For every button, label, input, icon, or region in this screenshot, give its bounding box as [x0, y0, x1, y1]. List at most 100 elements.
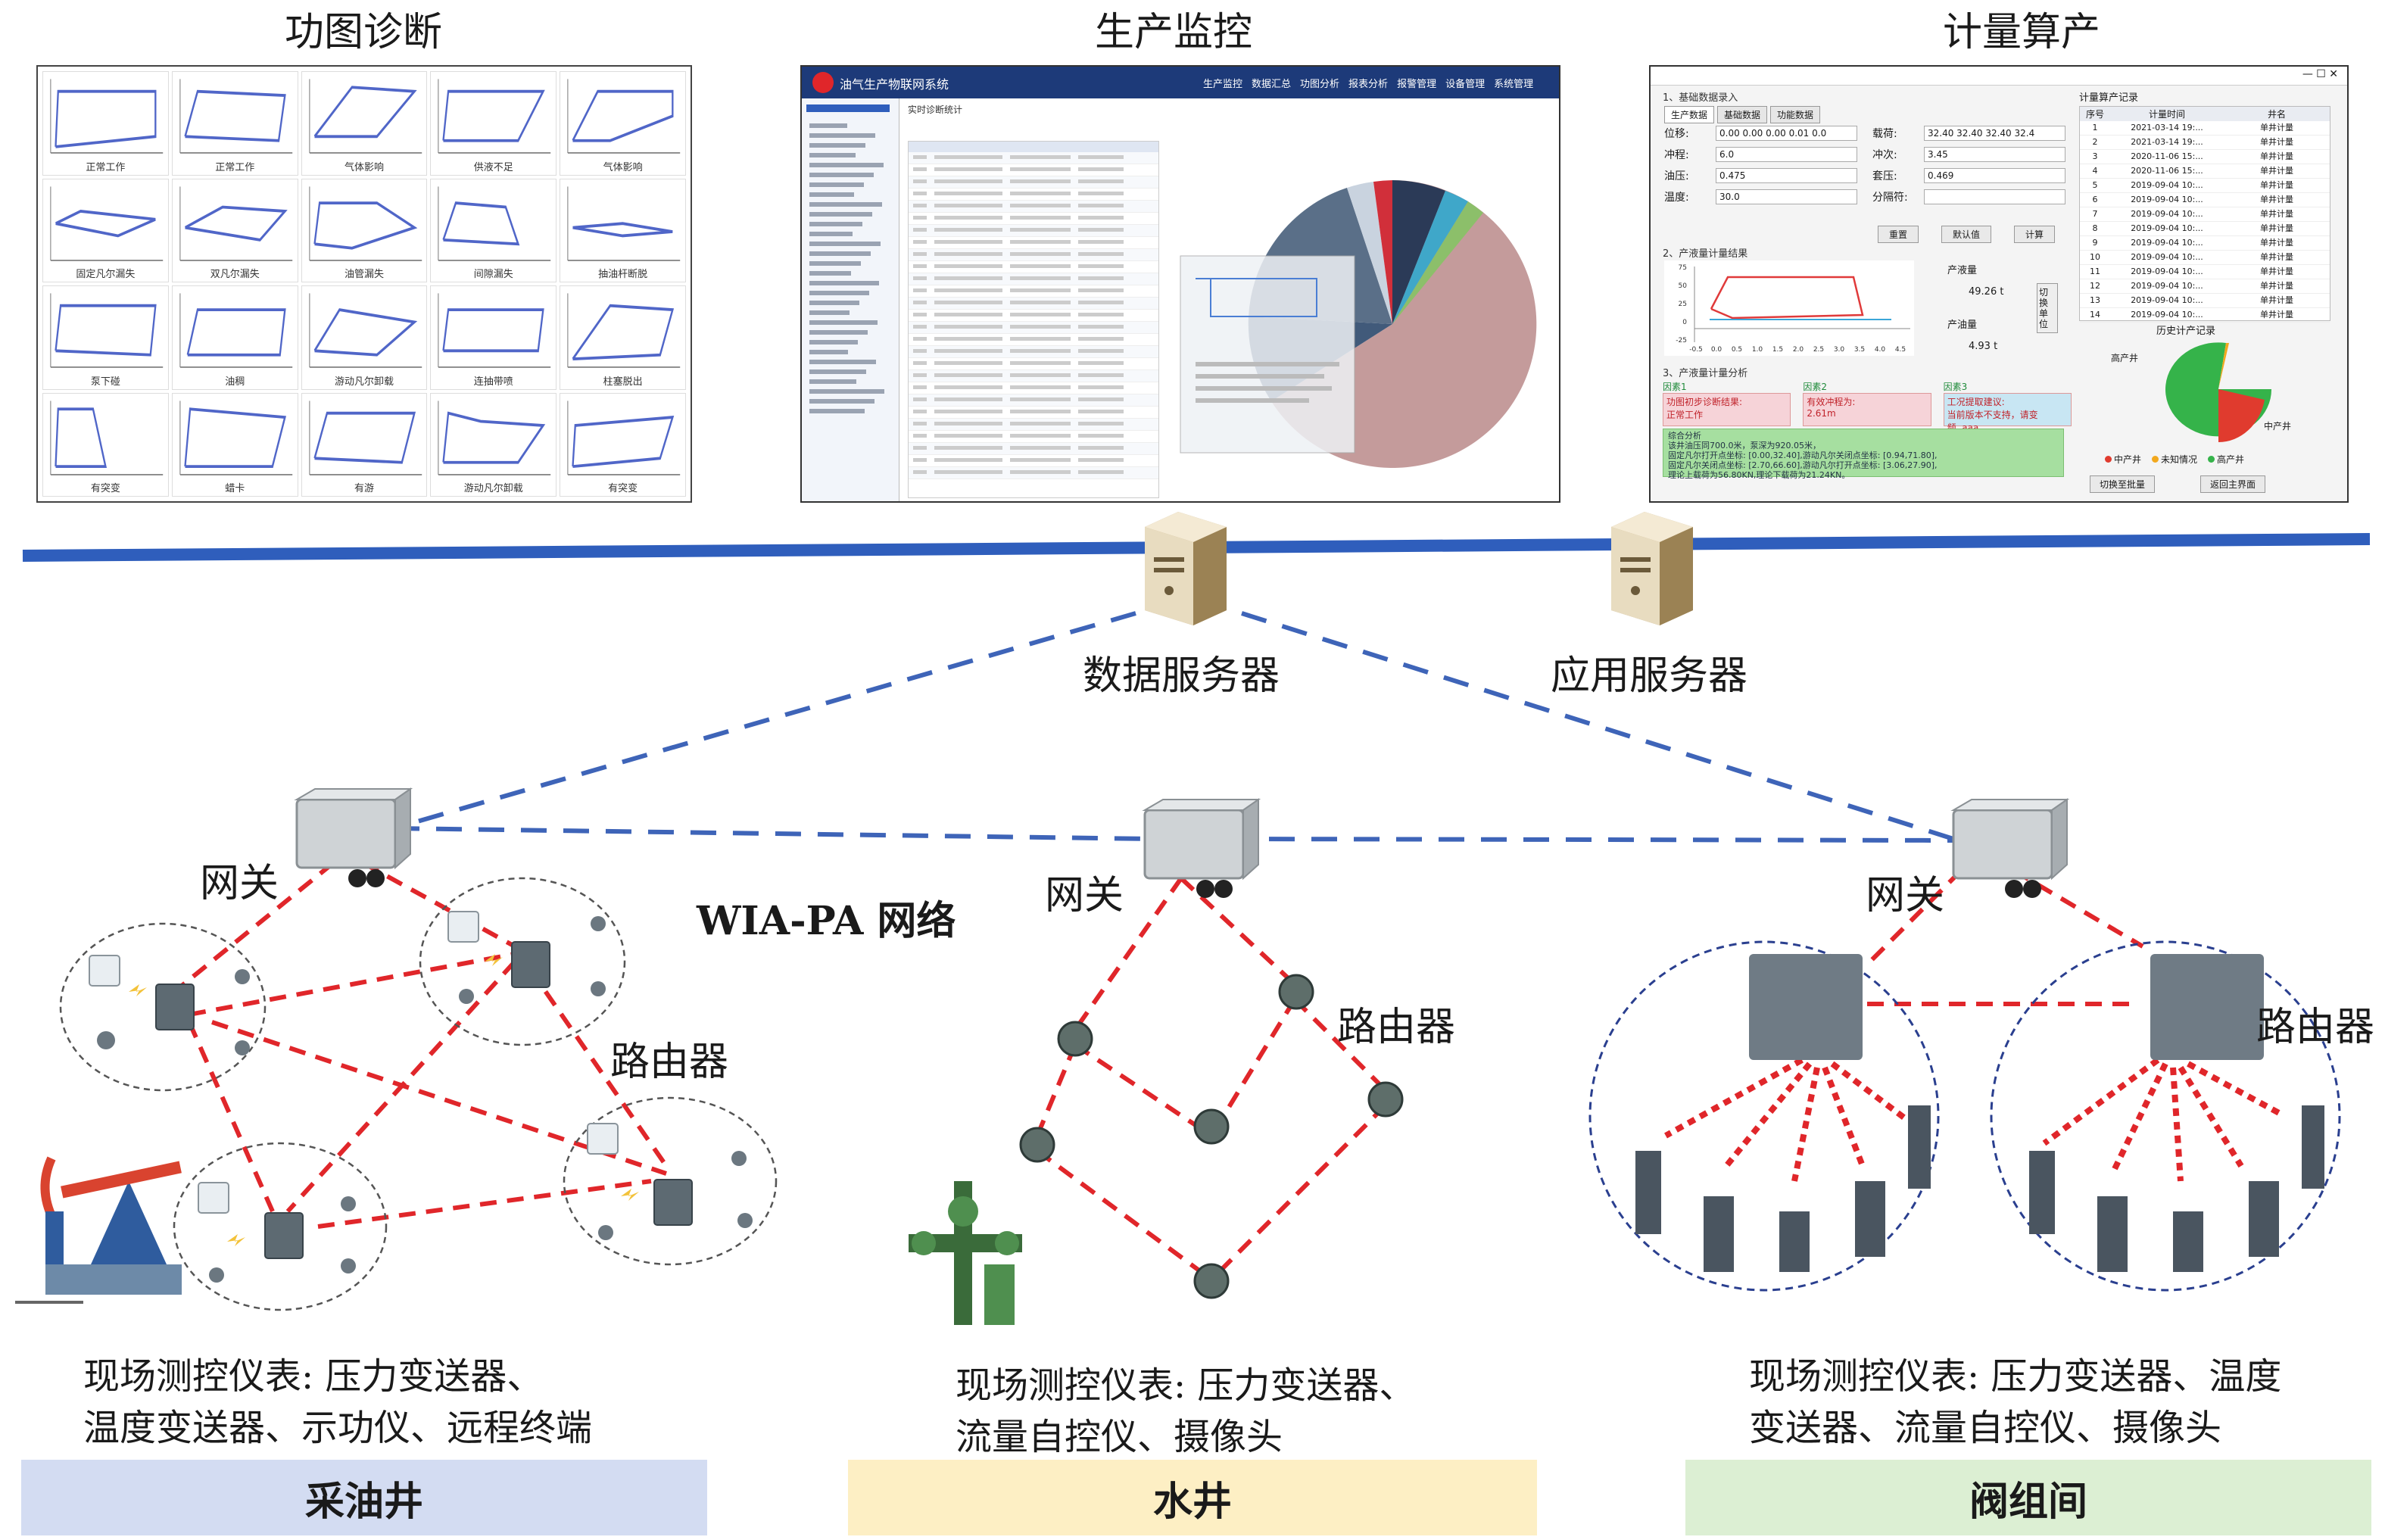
- table-row[interactable]: [909, 334, 1158, 346]
- field-input[interactable]: 0.475: [1716, 168, 1857, 183]
- tree-item[interactable]: [809, 173, 874, 177]
- tree-item[interactable]: [809, 123, 847, 128]
- field-label: 分隔符:: [1872, 192, 1908, 204]
- tree-item[interactable]: [809, 163, 884, 167]
- switch-unit-button[interactable]: 切换单位: [2037, 283, 2058, 333]
- metering-button[interactable]: 重置: [1878, 226, 1919, 243]
- tree-item[interactable]: [809, 153, 856, 157]
- table-row[interactable]: [909, 237, 1158, 249]
- table-row[interactable]: [909, 273, 1158, 285]
- table-row[interactable]: [909, 443, 1158, 455]
- table-row[interactable]: [909, 261, 1158, 273]
- metering-nav-button[interactable]: 切换至批量: [2090, 475, 2156, 493]
- nav-item[interactable]: 数据汇总: [1252, 79, 1292, 90]
- tree-item[interactable]: [809, 320, 878, 325]
- metering-button[interactable]: 默认值: [1941, 226, 1992, 243]
- factor-content: 工况提取建议:当前版本不支持，请变频..aaa: [1943, 393, 2072, 433]
- tree-item[interactable]: [809, 192, 854, 197]
- field-input[interactable]: [1924, 189, 2065, 204]
- tree-item[interactable]: [809, 202, 882, 207]
- tree-item[interactable]: [809, 212, 872, 217]
- dyn-card-label: 柱塞脱出: [603, 376, 643, 388]
- table-row[interactable]: [909, 285, 1158, 298]
- field-input[interactable]: 30.0: [1716, 189, 1857, 204]
- tree-item[interactable]: [809, 251, 871, 256]
- metering-button[interactable]: 计算: [2014, 226, 2056, 243]
- tree-item[interactable]: [809, 291, 869, 295]
- nav-item[interactable]: 报表分析: [1348, 79, 1389, 90]
- tree-item[interactable]: [809, 350, 848, 354]
- tree-item[interactable]: [809, 379, 856, 384]
- table-row[interactable]: [909, 455, 1158, 467]
- metering-nav-button[interactable]: 返回主界面: [2200, 475, 2266, 493]
- tree-item[interactable]: [809, 369, 866, 374]
- table-row[interactable]: [909, 152, 1158, 164]
- table-row[interactable]: [909, 322, 1158, 334]
- metering-tab[interactable]: 生产数据: [1664, 106, 1715, 123]
- table-row[interactable]: [909, 201, 1158, 213]
- metering-tab[interactable]: 基础数据: [1717, 106, 1768, 123]
- nav-item[interactable]: 系统管理: [1494, 79, 1534, 90]
- table-row[interactable]: [909, 382, 1158, 394]
- table-row[interactable]: [909, 213, 1158, 225]
- tree-item[interactable]: [809, 389, 884, 394]
- tree-item[interactable]: [809, 281, 879, 285]
- window-controls-icon[interactable]: — ☐ ✕: [2302, 68, 2338, 80]
- tree-item[interactable]: [809, 222, 862, 226]
- tree-item[interactable]: [809, 399, 874, 404]
- tree-item[interactable]: [809, 340, 858, 344]
- tree-item[interactable]: [809, 271, 851, 276]
- table-row[interactable]: [909, 298, 1158, 310]
- tree-item[interactable]: [809, 182, 864, 187]
- table-row[interactable]: [909, 358, 1158, 370]
- table-row[interactable]: [909, 346, 1158, 358]
- table-row[interactable]: [909, 419, 1158, 431]
- tree-item[interactable]: [809, 232, 853, 236]
- tree-item[interactable]: [809, 242, 881, 246]
- table-row[interactable]: [909, 467, 1158, 479]
- table-row[interactable]: [909, 225, 1158, 237]
- table-row[interactable]: [909, 249, 1158, 261]
- tree-item[interactable]: [809, 301, 859, 305]
- table-row[interactable]: [909, 431, 1158, 443]
- nav-item[interactable]: 设备管理: [1445, 79, 1486, 90]
- tab-realtime[interactable]: 实时诊断统计: [908, 104, 963, 115]
- tree-item[interactable]: [809, 409, 865, 413]
- table-row[interactable]: [909, 310, 1158, 322]
- field-input[interactable]: 32.40 32.40 32.40 32.4: [1924, 126, 2065, 141]
- field-input[interactable]: 3.45: [1924, 147, 2065, 162]
- field-input[interactable]: 0.469: [1924, 168, 2065, 183]
- tree-item[interactable]: [809, 330, 868, 335]
- tree-item[interactable]: [809, 360, 876, 364]
- field-input[interactable]: 0.00 0.00 0.00 0.01 0.0: [1716, 126, 1857, 141]
- table-row[interactable]: [909, 394, 1158, 407]
- tree-item[interactable]: [809, 133, 875, 138]
- table-row[interactable]: [909, 370, 1158, 382]
- tree-item[interactable]: [809, 261, 861, 266]
- metering-tab[interactable]: 功能数据: [1770, 106, 1821, 123]
- table-row[interactable]: [909, 164, 1158, 176]
- table-row[interactable]: [909, 407, 1158, 419]
- table-row[interactable]: [909, 189, 1158, 201]
- nav-item[interactable]: 生产监控: [1203, 79, 1243, 90]
- field-input[interactable]: 6.0: [1716, 147, 1857, 162]
- tree-item[interactable]: [809, 143, 865, 148]
- nav-item[interactable]: 报警管理: [1397, 79, 1437, 90]
- table-row[interactable]: [909, 176, 1158, 189]
- tree-item[interactable]: [809, 310, 850, 315]
- nav-item[interactable]: 功图分析: [1300, 79, 1340, 90]
